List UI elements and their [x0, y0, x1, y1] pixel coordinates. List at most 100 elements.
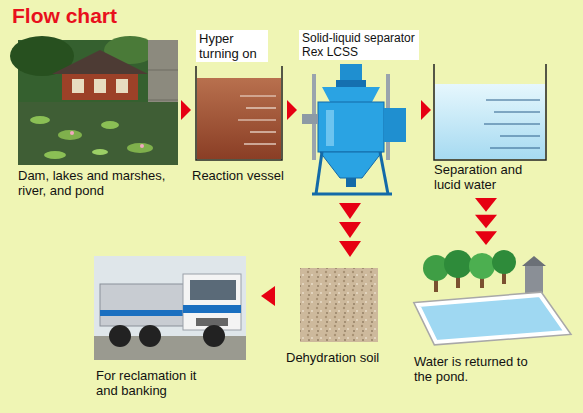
stone-joint — [148, 70, 178, 71]
step-caption: Water is returned to the pond. — [414, 354, 546, 384]
flow-step: Solid-liquid separator Rex LCSS — [298, 28, 420, 198]
flow-step: Dam, lakes and marshes, river, and pond — [16, 38, 180, 203]
temple-roof — [52, 50, 148, 74]
machine-leg — [316, 152, 322, 194]
arrow-head — [339, 203, 361, 219]
water-line — [484, 124, 540, 125]
grille — [196, 318, 228, 326]
machine-motor — [340, 64, 362, 80]
water-line — [500, 136, 540, 137]
dump-body — [100, 284, 184, 326]
arrow-head — [287, 100, 297, 120]
step-heading: Hyper turning on — [196, 30, 268, 62]
cab-stripe — [183, 305, 241, 313]
arrow-head — [475, 215, 497, 229]
arrow-head — [475, 198, 497, 212]
lily-pad — [58, 130, 82, 140]
wheel — [109, 325, 131, 347]
inlet-pipe — [302, 114, 318, 124]
step-caption: Reaction vessel — [192, 168, 284, 183]
title-slot: Flow chart — [12, 4, 117, 28]
flow-arrow — [181, 100, 191, 120]
pond-illustration — [418, 250, 566, 342]
water-line — [494, 112, 540, 113]
lily-pad — [127, 143, 153, 153]
vessel-outline — [434, 64, 546, 160]
liquid-line — [238, 119, 276, 120]
machine-leg — [380, 152, 388, 194]
tree — [444, 250, 472, 278]
flow-step: Water is returned to the pond. — [408, 246, 573, 389]
text-slot: Separation and lucid water — [434, 162, 548, 193]
temple-window — [116, 79, 128, 93]
liquid-line — [244, 143, 276, 144]
machine-base — [312, 193, 392, 196]
lotus-flower — [70, 131, 74, 135]
hut — [525, 266, 543, 294]
arrow-head — [421, 100, 431, 120]
text-slot: Water is returned to the pond. — [414, 354, 546, 385]
flow-arrow — [475, 198, 497, 245]
text-slot: For reclamation it and banking — [96, 368, 214, 399]
flow-step: Dehydration soil — [286, 262, 390, 370]
pond-photo — [10, 36, 178, 165]
windshield — [190, 280, 236, 300]
stone-joint — [148, 100, 178, 101]
sky — [94, 256, 246, 360]
step-caption: Separation and lucid water — [434, 162, 548, 192]
step-caption: For reclamation it and banking — [96, 368, 214, 398]
lily-pad — [30, 116, 50, 124]
arrow-head — [261, 286, 275, 306]
liquid-line — [240, 95, 276, 96]
lily-pad — [101, 121, 119, 129]
arrow-head — [181, 100, 191, 120]
separator-machine — [302, 64, 406, 194]
text-slot: Reaction vessel — [192, 166, 286, 184]
flow-step: Hyper turning on Reaction vessel — [192, 28, 286, 198]
truck-photo — [94, 256, 246, 360]
control-box — [384, 108, 406, 142]
pond-water — [418, 295, 566, 342]
lotus-flower — [140, 144, 144, 148]
truck-cab — [183, 274, 241, 330]
text-slot: Dam, lakes and marshes, river, and pond — [18, 168, 168, 199]
arrow-head — [475, 231, 497, 245]
liquid-line — [246, 107, 276, 108]
outlet — [346, 178, 356, 187]
pond-rim — [418, 295, 566, 342]
text-slot: Dehydration soil — [286, 348, 390, 366]
flow-step: For reclamation it and banking — [90, 252, 250, 403]
pond-water — [18, 102, 178, 165]
liquid-line — [250, 131, 276, 132]
machine-cone — [320, 152, 382, 178]
soil-photo — [300, 268, 378, 342]
flow-arrow — [261, 286, 275, 306]
step-caption: Dam, lakes and marshes, river, and pond — [18, 168, 168, 198]
machine-hopper — [322, 87, 380, 102]
chart-title: Flow chart — [12, 4, 117, 28]
wheel — [203, 325, 225, 347]
water-line — [486, 100, 540, 101]
tree — [492, 250, 516, 274]
clear-water — [435, 84, 545, 159]
temple-window — [72, 79, 84, 93]
flow-step: Separation and lucid water — [432, 58, 550, 197]
machine-ring — [336, 80, 366, 87]
step-heading: Solid-liquid separator Rex LCSS — [299, 30, 419, 60]
machine-highlight — [326, 110, 334, 146]
tree — [469, 253, 495, 279]
text-slot: Solid-liquid separator Rex LCSS — [299, 30, 419, 60]
body-stripe — [100, 310, 184, 316]
step-caption: Dehydration soil — [286, 350, 379, 365]
arrow-head — [339, 222, 361, 238]
brown-liquid — [197, 78, 281, 159]
flow-arrow — [287, 100, 297, 120]
hut-roof — [522, 256, 546, 266]
water-line — [490, 148, 540, 149]
temple-window — [94, 79, 106, 93]
flow-arrow — [421, 100, 431, 120]
wheel — [139, 325, 161, 347]
vessel-outline — [196, 66, 282, 160]
lily-pad — [92, 149, 108, 155]
